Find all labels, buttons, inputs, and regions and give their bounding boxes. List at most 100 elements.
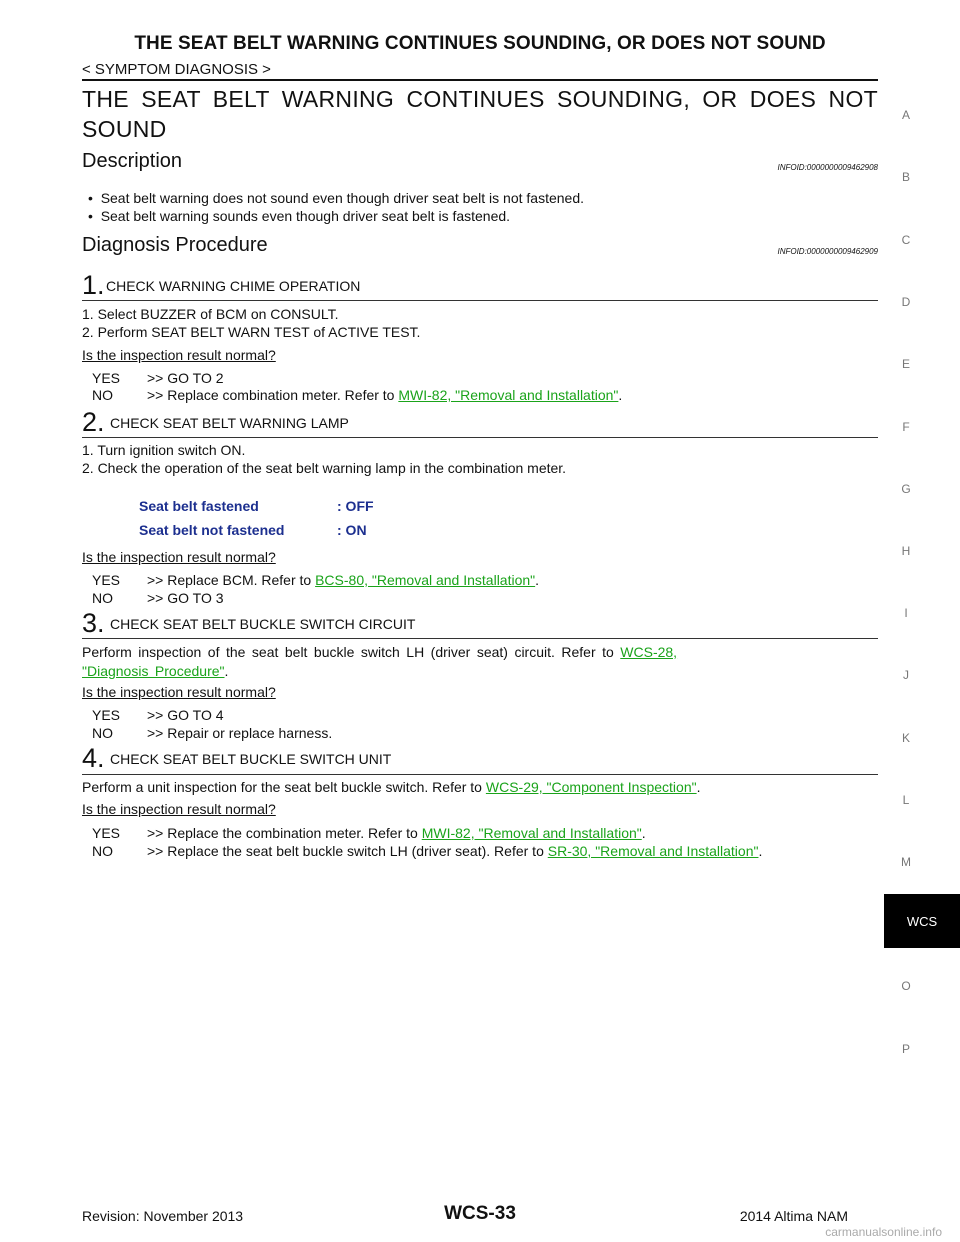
link-diagnosis-procedure[interactable]: "Diagnosis Procedure": [82, 663, 225, 679]
revision-date: Revision: November 2013: [82, 1208, 244, 1224]
yes-label: YES: [92, 370, 121, 386]
punct: .: [641, 825, 646, 841]
step-3-number: 3.: [82, 608, 105, 638]
description-info-id: INFOID:0000000009462908: [777, 163, 878, 172]
lamp-state-row: Seat belt fastened : OFF: [139, 498, 374, 514]
step-rule: [82, 638, 878, 639]
bullet-text: Seat belt warning sounds even though dri…: [100, 208, 511, 224]
lamp-state-value: : ON: [337, 522, 367, 538]
step-1-number: 1.: [82, 270, 105, 300]
side-index-letter[interactable]: A: [901, 108, 910, 122]
link-wcs-28[interactable]: WCS-28,: [620, 644, 678, 660]
step-4-sentence: Perform a unit inspection for the seat b…: [82, 779, 486, 795]
step-1-line: 1. Select BUZZER of BCM on CONSULT.: [82, 306, 339, 322]
step-4-number: 4.: [82, 743, 105, 773]
no-text: >> Repair or replace harness.: [147, 725, 333, 741]
yes-label: YES: [92, 572, 121, 588]
page-number: WCS-33: [444, 1203, 516, 1224]
page-title: THE SEAT BELT WARNING CONTINUES SOUNDING…: [82, 86, 878, 142]
link-mwi-82[interactable]: MWI-82, "Removal and Installation": [421, 825, 642, 841]
no-text: >> Replace combination meter. Refer to: [147, 387, 399, 403]
lamp-state-label: Seat belt fastened: [139, 498, 259, 514]
model-name: 2014 Altima NAM: [739, 1208, 848, 1224]
step-3-title: CHECK SEAT BELT BUCKLE SWITCH CIRCUIT: [110, 616, 416, 632]
procedure-info-id: INFOID:0000000009462909: [777, 247, 878, 256]
bullet-text: Seat belt warning does not sound even th…: [100, 190, 585, 206]
step-3-sentence: Perform inspection of the seat belt buck…: [82, 644, 621, 660]
step-3-no: NO >> Repair or replace harness.: [92, 725, 332, 741]
bullet-glyph: •: [88, 208, 93, 224]
yes-label: YES: [92, 825, 121, 841]
section-tab-wcs[interactable]: WCS: [884, 894, 960, 948]
step-2-number: 2.: [82, 407, 105, 437]
yes-text: >> GO TO 4: [147, 707, 224, 723]
step-2-yes: YES >> Replace BCM. Refer to BCS-80, "Rem…: [92, 572, 539, 588]
step-4-question: Is the inspection result normal?: [82, 801, 276, 817]
step-4-yes: YES >> Replace the combination meter. Ref…: [92, 825, 646, 841]
step-rule: [82, 774, 878, 775]
punct: .: [696, 779, 701, 795]
step-rule: [82, 437, 878, 438]
side-index-letter[interactable]: C: [901, 233, 911, 247]
running-header-title: THE SEAT BELT WARNING CONTINUES SOUNDING…: [134, 33, 826, 54]
yes-text: >> Replace the combination meter. Refer …: [147, 825, 422, 841]
yes-text: >> Replace BCM. Refer to: [147, 572, 316, 588]
no-label: NO: [92, 387, 113, 403]
no-text: >> GO TO 3: [147, 590, 224, 606]
side-index-letter[interactable]: B: [901, 170, 910, 184]
side-index-letter[interactable]: I: [904, 606, 908, 620]
punct: .: [535, 572, 540, 588]
yes-label: YES: [92, 707, 121, 723]
step-3-question: Is the inspection result normal?: [82, 684, 276, 700]
step-4-title: CHECK SEAT BELT BUCKLE SWITCH UNIT: [110, 751, 392, 767]
side-index-letter[interactable]: J: [903, 668, 909, 682]
side-index-letter[interactable]: F: [902, 420, 910, 434]
step-3-text: Perform inspection of the seat belt buck…: [82, 643, 878, 681]
step-4-no: NO >> Replace the seat belt buckle switch…: [92, 843, 762, 859]
side-index-letter[interactable]: L: [902, 793, 910, 807]
side-index-letter[interactable]: M: [901, 855, 911, 869]
lamp-state-value: : OFF: [337, 498, 374, 514]
side-index-letter[interactable]: O: [901, 979, 911, 993]
description-bullet: • Seat belt warning sounds even though d…: [88, 208, 510, 224]
yes-text: >> GO TO 2: [147, 370, 224, 386]
step-3-yes: YES >> GO TO 4: [92, 707, 224, 723]
side-index-letter[interactable]: K: [901, 731, 910, 745]
no-label: NO: [92, 725, 113, 741]
description-heading: Description: [82, 150, 183, 172]
step-1-line: 2. Perform SEAT BELT WARN TEST of ACTIVE…: [82, 324, 421, 340]
side-index-letter[interactable]: H: [901, 544, 911, 558]
link-sr-30[interactable]: SR-30, "Removal and Installation": [547, 843, 759, 859]
step-rule: [82, 300, 878, 301]
procedure-heading: Diagnosis Procedure: [82, 234, 268, 256]
watermark: carmanualsonline.info: [825, 1225, 942, 1239]
description-bullet: • Seat belt warning does not sound even …: [88, 190, 584, 206]
header-rule: [82, 79, 878, 81]
lamp-state-row: Seat belt not fastened : ON: [139, 522, 367, 538]
punct: .: [224, 663, 229, 679]
no-label: NO: [92, 843, 113, 859]
step-2-title: CHECK SEAT BELT WARNING LAMP: [110, 415, 349, 431]
step-2-question: Is the inspection result normal?: [82, 549, 276, 565]
no-text: >> Replace the seat belt buckle switch L…: [147, 843, 548, 859]
side-index-letter[interactable]: P: [901, 1042, 910, 1056]
side-index-letter[interactable]: G: [901, 482, 911, 496]
step-1-no: NO >> Replace combination meter. Refer to…: [92, 387, 622, 403]
link-wcs-29[interactable]: WCS-29, "Component Inspection": [485, 779, 697, 795]
no-label: NO: [92, 590, 113, 606]
step-2-line: 2. Check the operation of the seat belt …: [82, 460, 567, 476]
punct: .: [618, 387, 623, 403]
step-1-question: Is the inspection result normal?: [82, 347, 276, 363]
section-subtitle: < SYMPTOM DIAGNOSIS >: [82, 61, 271, 78]
step-1-yes: YES >> GO TO 2: [92, 370, 224, 386]
step-1-title: CHECK WARNING CHIME OPERATION: [106, 278, 361, 294]
side-index-letter[interactable]: D: [901, 295, 911, 309]
link-bcs-80[interactable]: BCS-80, "Removal and Installation": [315, 572, 536, 588]
step-4-text: Perform a unit inspection for the seat b…: [82, 779, 700, 795]
link-mwi-82[interactable]: MWI-82, "Removal and Installation": [398, 387, 619, 403]
lamp-state-label: Seat belt not fastened: [139, 522, 285, 538]
step-2-line: 1. Turn ignition switch ON.: [82, 442, 246, 458]
bullet-glyph: •: [88, 190, 93, 206]
side-index-letter[interactable]: E: [901, 357, 910, 371]
punct: .: [758, 843, 763, 859]
